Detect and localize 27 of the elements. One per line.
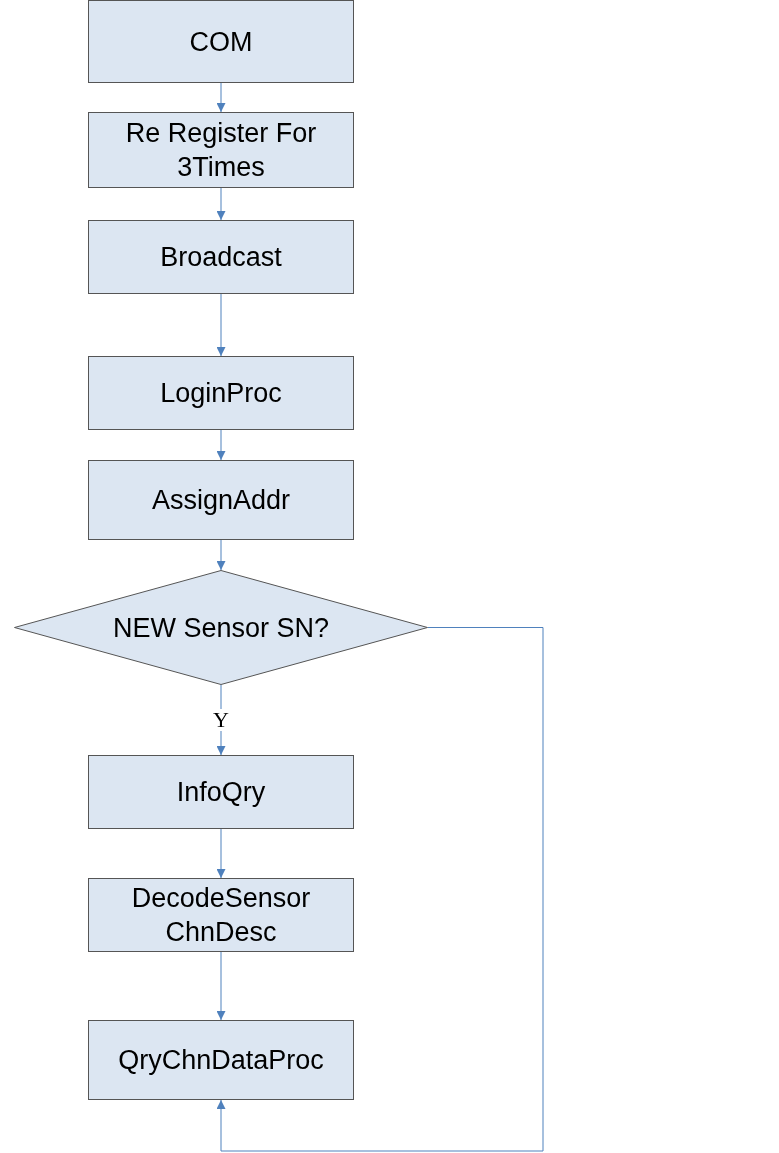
arrow — [216, 539, 226, 571]
node-label: COM — [188, 25, 254, 59]
decision-diamond — [14, 570, 428, 685]
node-label: InfoQry — [175, 776, 267, 809]
node-label: NEW Sensor SN? — [111, 611, 331, 645]
node-label: LoginProc — [159, 377, 283, 410]
process-box — [88, 755, 354, 829]
arrow — [216, 627, 544, 1152]
arrow — [216, 828, 226, 879]
process-box — [88, 460, 354, 540]
node-label: Re Register For 3Times — [124, 117, 318, 184]
node-label: AssignAddr — [150, 484, 292, 517]
node-label: Broadcast — [159, 241, 283, 274]
process-box — [88, 1020, 354, 1100]
process-box — [88, 112, 354, 188]
arrow — [216, 293, 226, 357]
process-box — [88, 356, 354, 430]
process-box — [88, 878, 354, 952]
process-box — [88, 0, 354, 83]
arrow — [216, 187, 226, 221]
arrow — [216, 951, 226, 1021]
edge-label: Y — [211, 709, 231, 731]
process-box — [88, 220, 354, 294]
node-label: DecodeSensor ChnDesc — [130, 882, 312, 949]
node-label: QryChnDataProc — [117, 1044, 325, 1077]
arrow — [216, 429, 226, 461]
arrow — [216, 82, 226, 113]
